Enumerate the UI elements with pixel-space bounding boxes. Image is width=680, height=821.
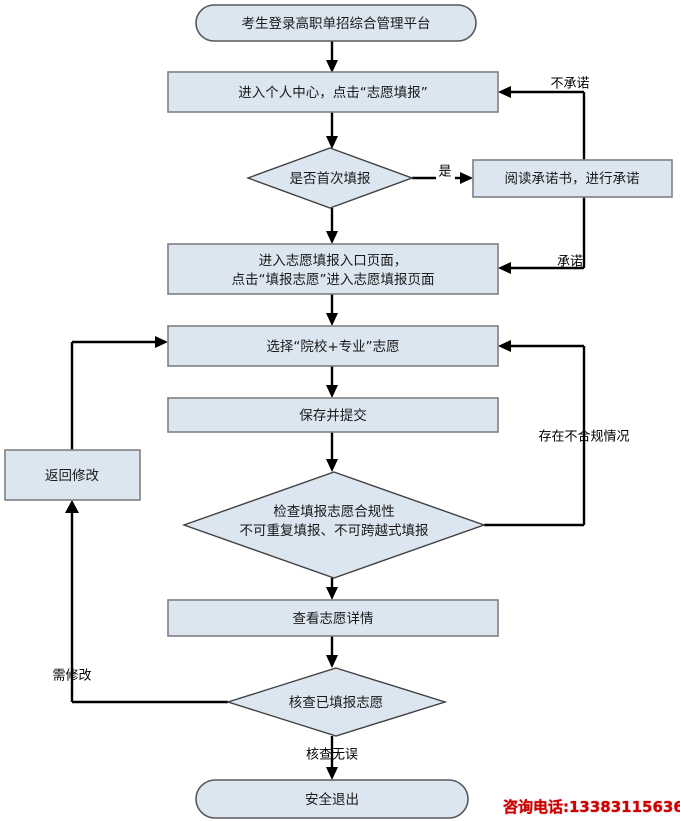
node-entry-page-label-line2: 点击“填报志愿”进入志愿填报页面	[232, 272, 435, 288]
edge-label-yes: 是	[438, 165, 451, 180]
edge-label-no-promise: 不承诺	[550, 77, 589, 92]
contact-phone-watermark: 咨询电话:13383115636	[503, 798, 680, 816]
edge-detail-to-verify	[326, 636, 338, 668]
edge-verify-to-modify-needmodify: 需修改	[52, 500, 228, 704]
node-compliance-check-label-line1: 检查填报志愿合规性	[273, 504, 395, 520]
node-entry-page-label-line1: 进入志愿填报入口页面，	[259, 253, 408, 269]
node-entry-page[interactable]: 进入志愿填报入口页面， 点击“填报志愿”进入志愿填报页面	[167, 243, 499, 295]
node-return-modify[interactable]: 返回修改	[4, 449, 141, 501]
node-save-submit-label: 保存并提交	[299, 407, 367, 424]
edge-label-promised: 承诺	[557, 255, 583, 270]
edge-modify-to-select	[70, 336, 168, 450]
node-personal-center[interactable]: 进入个人中心，点击“志愿填报”	[167, 71, 499, 113]
node-start[interactable]: 考生登录高职单招综合管理平台	[195, 4, 477, 42]
node-verify-volunteer-label: 核查已填报志愿	[289, 695, 384, 711]
edge-firsttime-to-promise: 是	[412, 165, 473, 184]
edge-check-to-select-noncompliant: 存在不合规情况	[484, 340, 630, 527]
edge-label-verified-ok: 核查无误	[306, 748, 358, 763]
node-verify-volunteer[interactable]: 核查已填报志愿	[225, 667, 448, 737]
edge-start-to-center	[326, 41, 338, 73]
edge-center-to-firsttime	[326, 112, 338, 149]
edge-submit-to-check	[326, 432, 338, 472]
edge-verify-to-exit: 核查无误	[306, 736, 358, 780]
node-view-detail[interactable]: 查看志愿详情	[167, 599, 499, 637]
node-select-major[interactable]: 选择“院校+专业”志愿	[167, 325, 499, 367]
node-safe-exit-label: 安全退出	[305, 791, 359, 808]
node-view-detail-label: 查看志愿详情	[293, 611, 374, 627]
edge-check-to-detail	[326, 578, 338, 600]
node-read-promise[interactable]: 阅读承诺书，进行承诺	[472, 159, 673, 198]
edge-select-to-submit	[326, 366, 338, 398]
node-start-label: 考生登录高职单招综合管理平台	[242, 15, 431, 32]
node-save-submit[interactable]: 保存并提交	[167, 397, 499, 433]
node-first-time-decision[interactable]: 是否首次填报	[245, 147, 415, 209]
node-compliance-check-label-line2: 不可重复填报、不可跨越式填报	[240, 522, 429, 539]
node-read-promise-label: 阅读承诺书，进行承诺	[505, 171, 640, 187]
node-return-modify-label: 返回修改	[45, 468, 99, 484]
edge-label-noncompliant: 存在不合规情况	[538, 430, 629, 445]
edge-firsttime-to-entry	[326, 208, 338, 244]
edge-label-need-modify: 需修改	[52, 669, 91, 684]
node-safe-exit[interactable]: 安全退出	[195, 779, 469, 819]
node-personal-center-label: 进入个人中心，点击“志愿填报”	[238, 85, 428, 101]
edge-promise-to-entry-promised: 承诺	[498, 197, 586, 274]
node-first-time-label: 是否首次填报	[290, 171, 371, 187]
node-select-major-label: 选择“院校+专业”志愿	[266, 338, 399, 355]
edge-promise-to-center-nopromise: 不承诺	[498, 77, 590, 160]
node-compliance-check[interactable]: 检查填报志愿合规性 不可重复填报、不可跨越式填报	[181, 471, 487, 579]
edge-entry-to-select	[326, 294, 338, 326]
